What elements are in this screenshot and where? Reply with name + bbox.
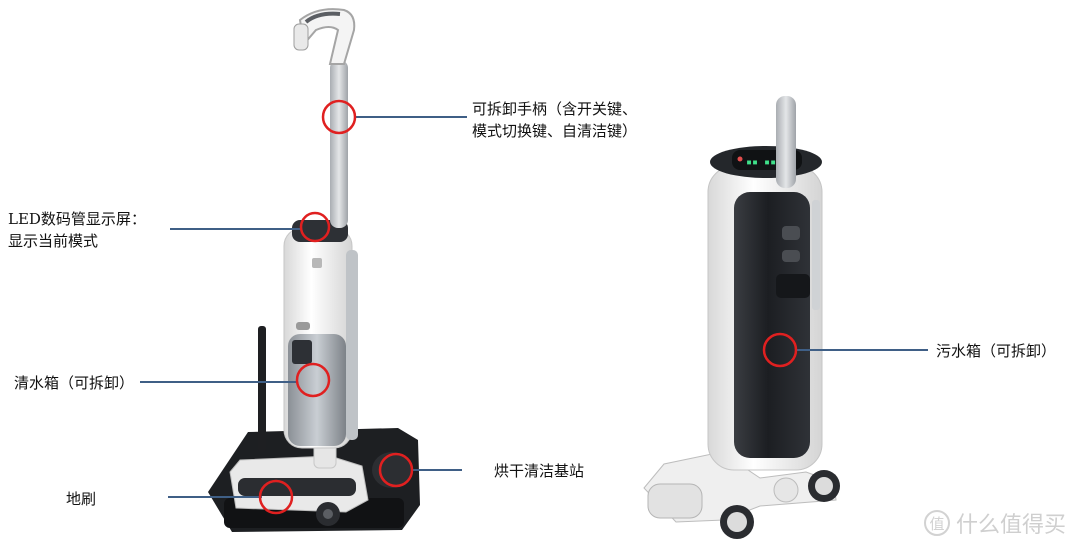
label-base: 烘干清洁基站 <box>494 462 585 480</box>
watermark: 值 什么值得买 <box>923 508 1066 538</box>
callout-lines <box>140 116 928 498</box>
label-floor-brush: 地刷 <box>66 490 97 508</box>
left-vacuum-illustration <box>208 8 420 532</box>
label-handle-line-2: 模式切换键、自清洁键） <box>472 122 638 140</box>
handle-grip <box>298 8 356 65</box>
handle-pole <box>330 60 348 228</box>
circle-handle <box>321 99 357 135</box>
circle-clean-tank <box>295 362 331 398</box>
label-handle-line-1: 可拆卸手柄（含开关键、 <box>472 100 638 118</box>
highlight-circles <box>258 99 798 515</box>
watermark-icon: 值 <box>923 510 950 536</box>
circle-dirty-tank <box>762 332 798 368</box>
circle-base <box>378 452 414 488</box>
right-vacuum-illustration: ▪▪ ▪▪ <box>643 96 840 539</box>
label-led-line-1: LED数码管显示屏： <box>8 210 146 228</box>
label-handle: 可拆卸手柄（含开关键、 模式切换键、自清洁键） <box>472 98 637 142</box>
watermark-text: 什么值得买 <box>955 513 1066 538</box>
label-clean-tank: 清水箱（可拆卸） <box>14 374 135 392</box>
right-handle-pole <box>776 96 796 188</box>
circle-led <box>299 211 331 243</box>
label-dirty-tank: 污水箱（可拆卸） <box>936 342 1057 360</box>
svg-text:▪▪ ▪▪: ▪▪ ▪▪ <box>746 157 776 168</box>
circle-floor-brush <box>258 479 294 515</box>
label-led: LED数码管显示屏： 显示当前模式 <box>8 208 146 252</box>
label-led-line-2: 显示当前模式 <box>8 232 99 250</box>
brush-holder-stick <box>258 326 266 452</box>
